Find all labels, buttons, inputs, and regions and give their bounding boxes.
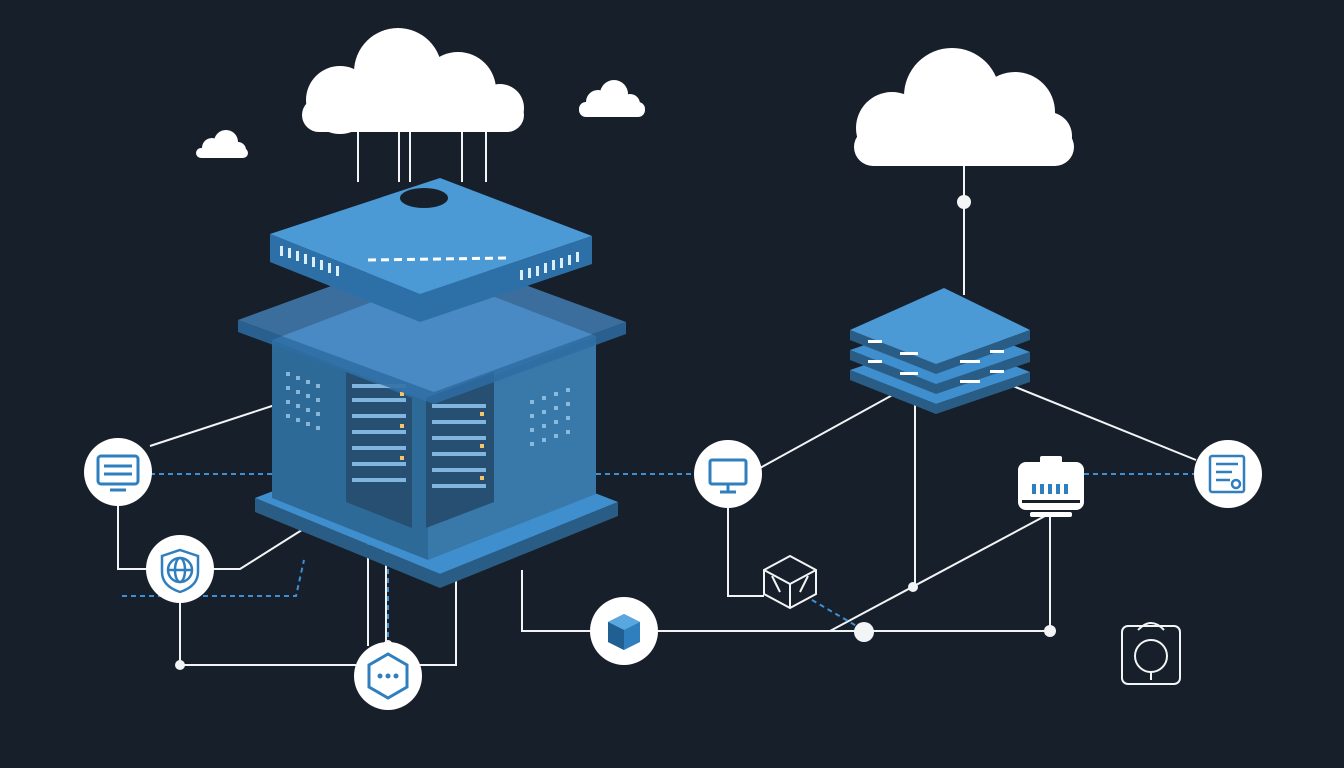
- camera-lock-icon: [1121, 622, 1181, 685]
- package-icon: [763, 554, 817, 610]
- server-blades: [346, 372, 494, 528]
- monitor-node[interactable]: [694, 440, 762, 508]
- camera-lock-node[interactable]: [1121, 622, 1181, 685]
- terminal-icon: [96, 454, 140, 492]
- cloud-small-2: [579, 80, 645, 117]
- router-node[interactable]: [1018, 456, 1084, 517]
- chat-hexagon-icon: [367, 652, 409, 700]
- document-node[interactable]: [1194, 440, 1262, 508]
- cube-node[interactable]: [590, 597, 658, 665]
- chat-hex-node[interactable]: [354, 642, 422, 710]
- cloud-right: [854, 48, 1074, 166]
- cube-icon: [608, 614, 640, 650]
- monitor-icon: [708, 458, 748, 494]
- vent-right: [530, 388, 570, 446]
- globe-shield-icon: [160, 548, 200, 594]
- terminal-node[interactable]: [84, 438, 152, 506]
- cloud-left: [302, 28, 524, 134]
- package-node[interactable]: [763, 554, 817, 610]
- datacenter: [238, 178, 626, 588]
- globe-shield-node[interactable]: [146, 535, 214, 603]
- document-icon: [1208, 454, 1246, 494]
- vent-left: [286, 372, 320, 430]
- switch-stack: [850, 288, 1030, 414]
- cloud-small-1: [196, 130, 248, 158]
- router-icon: [1018, 456, 1084, 517]
